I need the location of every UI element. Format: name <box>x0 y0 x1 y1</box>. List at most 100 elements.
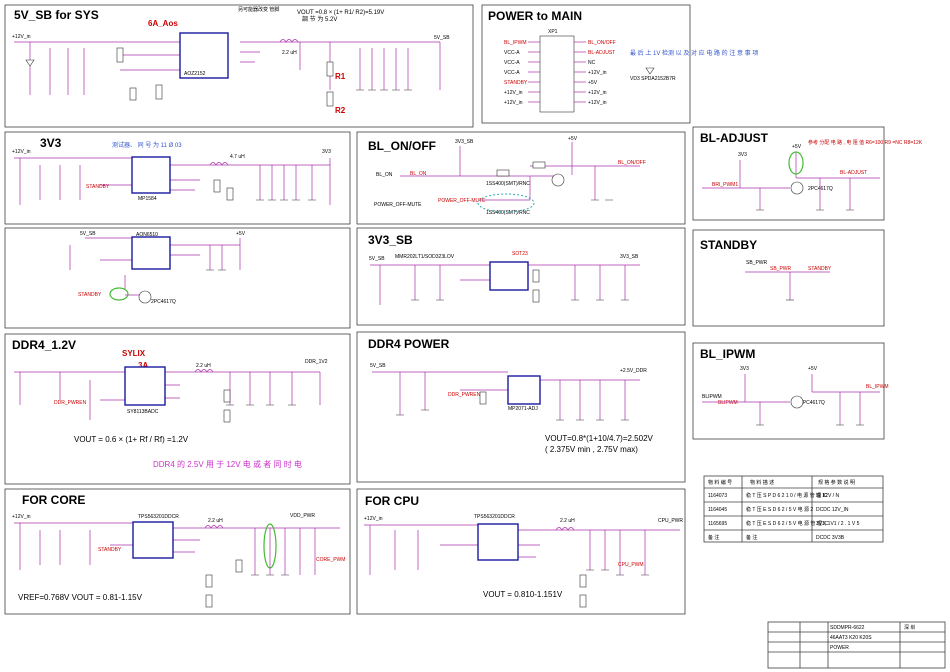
in-net-core: +12V_in <box>12 514 31 520</box>
block-standby: SB_PWR SB_PWR STANDBY <box>745 260 832 301</box>
ic-sy8113 <box>124 366 166 406</box>
frame-power-main <box>481 4 691 124</box>
block-power-main: XP1 BL_IPWMVCC-AVCC-AVCC-ASTANDBY+12V_in… <box>504 29 758 113</box>
ic-ddr12-label: SY8113BADC <box>127 409 159 415</box>
frame-ddr4-power <box>356 331 686 483</box>
r2-label: R2 <box>335 106 346 115</box>
ic-ddr4p-label: MP2071-ADJ <box>508 406 538 412</box>
pin-left-label: +12V_in <box>504 100 523 106</box>
rail-3v3-ipwm: 3V3 <box>740 366 749 372</box>
title-3v3-sb: 3V3_SB <box>368 233 413 247</box>
block-5v-sb: 6A_Aos VOUT =0.8 × (1+ R1/ R2)=5.19V 調 节… <box>12 6 450 115</box>
bom-cell: 稳 T 压 E S D 6 2 / 5 V 电 源 2 <box>746 506 813 513</box>
out-net-bl-onoff: BL_ON/OFF <box>618 160 646 166</box>
bom-cell: 1164045 <box>708 507 727 513</box>
frame-3v3-sb <box>356 227 686 326</box>
tb-company: 深 圳 <box>904 624 915 631</box>
block-3v3-sb: 5V_SB 3V3_SB MMR202LT1/SOD323LOV SOT23 <box>369 251 640 305</box>
bom-cell: 备 注 <box>746 534 757 541</box>
out-net: 5V_SB <box>434 35 450 41</box>
title-bl-adjust: BL-ADJUST <box>700 131 769 145</box>
tb-sheet: POWER <box>830 645 849 651</box>
pin-left-label: STANDBY <box>504 80 528 86</box>
bom-cell: 3V3, 1V1 / 2 . 1 V 5 <box>816 521 860 527</box>
pin-right-label: +12V_in <box>588 100 607 106</box>
block-5v: 5V_SB +5V STANDBY 2PC4617Q AON6510 <box>69 231 246 305</box>
vrange-ddr4p: ( 2.375V min , 2.75V max) <box>545 445 638 454</box>
net-sb-pwr: SB_PWR <box>770 266 792 272</box>
highlight-standby-resistor <box>109 287 129 301</box>
frame-standby <box>692 229 885 327</box>
frame-ddr4-1v2 <box>4 333 351 485</box>
note-3v3: 测试器、 同 号 为 11 Ø 03 <box>112 141 182 149</box>
inductor-core: 2.2 uH <box>208 518 223 524</box>
part-note: 6A_Aos <box>148 19 178 28</box>
title-ddr4-1v2: DDR4_1.2V <box>12 338 76 352</box>
frame-5v <box>4 227 351 329</box>
pin-right-label: BL-ADJUST <box>588 50 615 56</box>
net-ddr4p: DDR_PWREN <box>448 392 481 398</box>
rail-5v-bladj: +5V <box>792 144 802 150</box>
block-bl-onoff: 3V3_SB +5V BL_ON BL_ON BL_ON/OFF POWER_O… <box>374 136 646 216</box>
vout-formula: VOUT =0.8 × (1+ R1/ R2)=5.19V <box>297 10 384 16</box>
tb-board: 46AAT3 K20 K20S <box>830 635 872 641</box>
frame-5v-sb <box>4 4 474 128</box>
pin-left-label: VCC-A <box>504 50 520 56</box>
block-ddr4-power: 5V_SB +2.5V_DDR DDR_PWREN MP2071-ADJ VOU… <box>370 363 654 454</box>
mute-label: POWER_OFF-MUTE <box>374 202 422 208</box>
ic-core-label: TPS563201DDCR <box>138 514 179 520</box>
ic-3v3-label: MP1584 <box>138 196 157 202</box>
pin-right-label: BL_ON/OFF <box>588 40 616 46</box>
bom-cell: 1164073 <box>708 493 727 499</box>
inductor-cpu: 2.2 uH <box>560 518 575 524</box>
bom-table: 物 料 编 号 物 料 描 述 规 格 参 数 说 明 1164073 稳 T … <box>703 475 884 543</box>
vout-ddr4p: VOUT=0.8*(1+10/4.7)=2.502V <box>545 434 654 443</box>
title-bl-onoff: BL_ON/OFF <box>368 139 436 153</box>
out-net-cpu: CPU_PWR <box>658 518 683 524</box>
inductor-3v3: 4.7 uH <box>230 154 245 160</box>
top-note: 另可能器改变 管脚 <box>238 6 279 13</box>
title-cpu: FOR CPU <box>365 494 419 508</box>
title-ddr4-power: DDR4 POWER <box>368 337 450 351</box>
pin-left-label: +12V_in <box>504 90 523 96</box>
block-cpu: +12V_in TPS563201DDCR 2.2 uH VOUT = 0.81… <box>364 514 683 608</box>
title-5v-sb: 5V_SB for SYS <box>14 8 99 22</box>
ic-mp2071 <box>507 375 541 405</box>
ic-tps563201-core <box>132 521 174 559</box>
note-power-main: 最 后 上 1V 检测 以 及 对 应 电 路 的 注 意 事 项 <box>630 49 758 57</box>
standby-3v3: STANDBY <box>86 184 110 190</box>
ic-label: AOZ2152 <box>184 71 206 77</box>
out-net-standby: STANDBY <box>808 266 832 272</box>
pin-left-label: BL_IPWM <box>504 40 527 46</box>
ic-aon6510 <box>131 236 171 270</box>
pin-left-label: VCC-A <box>504 70 520 76</box>
out-net-3v3sb: 3V3_SB <box>620 254 639 260</box>
highlight-bladj-resistor <box>788 151 804 175</box>
ic-3v3sb: SOT23 <box>512 251 528 257</box>
note-bl-adjust: 参考 分配 电 路 , 电 阻 值 R6=100,R9 =NC R8=12K <box>808 139 923 146</box>
out-net-ddr12: DDR_1V2 <box>305 359 328 365</box>
pin-right-label: +12V_in <box>588 70 607 76</box>
amp-label: 3A <box>138 361 148 370</box>
bom-cell: DCDC 12V_IN <box>816 507 849 513</box>
q-bladj: 2PC4617Q <box>808 186 833 192</box>
in-net-cpu: +12V_in <box>364 516 383 522</box>
vout-core: VREF=0.768V VOUT = 0.81-1.15V <box>18 593 143 602</box>
pin-left-label: VCC-A <box>504 60 520 66</box>
out-net-3v3: 3V3 <box>322 149 331 155</box>
standby-5v: STANDBY <box>78 292 102 298</box>
frame-bl-onoff <box>356 131 686 225</box>
connector-xp1 <box>539 35 575 113</box>
in-net-3v3: +12V_in <box>12 149 31 155</box>
vout-ddr12: VOUT = 0.6 × (1+ Rf / Rf) =1.2V <box>74 435 189 444</box>
rail-3v3sb: 3V3_SB <box>455 139 474 145</box>
rail-5v: +5V <box>568 136 578 142</box>
diode-label: VD3 SPDA2152B7R <box>630 76 676 82</box>
inductor-value: 2.2 uH <box>282 50 297 56</box>
out-net-core: VDD_PWR <box>290 513 315 519</box>
net-cpu-pwm: CPU_PWM <box>618 562 644 568</box>
pin-right-label: +5V <box>588 80 598 86</box>
d2-label: 1SS400(SMT)/RNC <box>486 210 530 216</box>
title-power-main: POWER to MAIN <box>488 9 582 23</box>
standby-core: STANDBY <box>98 547 122 553</box>
